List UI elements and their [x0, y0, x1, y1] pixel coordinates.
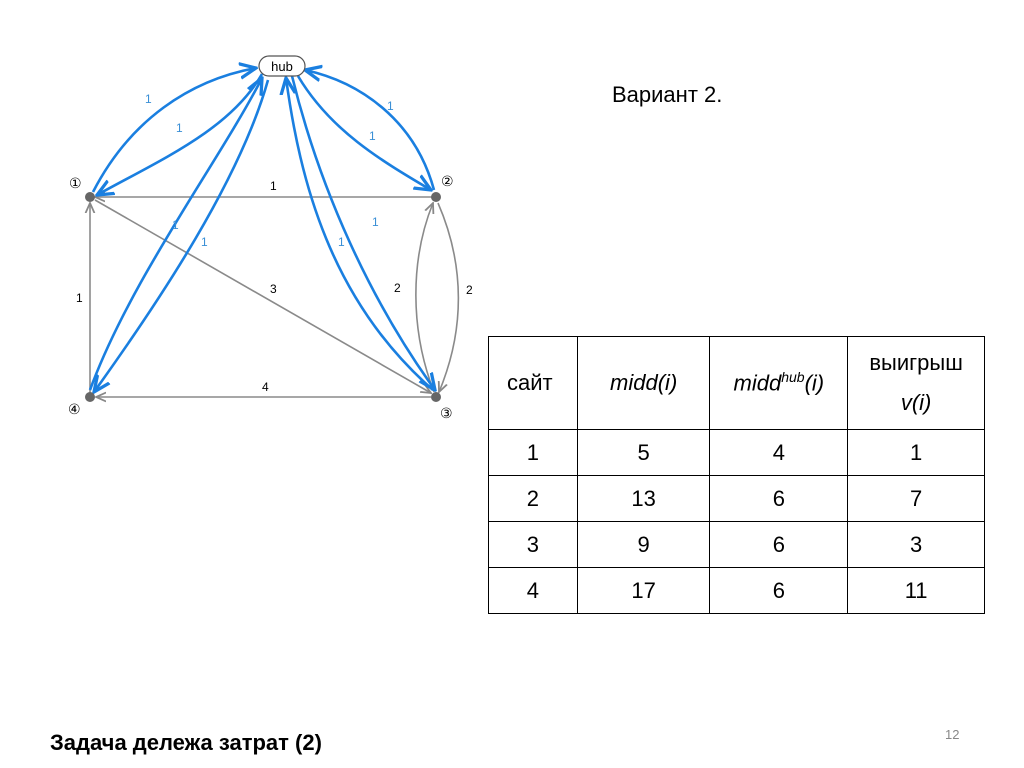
hub-weight-2a: 1 [387, 99, 394, 113]
header-middhub-arg: (i) [804, 370, 825, 396]
cell-site: 4 [488, 567, 578, 614]
hub-node: hub [258, 55, 306, 77]
edge-weight-1-3: 3 [270, 282, 277, 296]
edge-weight-3-2: 2 [394, 281, 401, 295]
header-payoff: выигрыш v(i) [847, 336, 985, 430]
edge-2-3 [437, 202, 460, 392]
page-number: 12 [945, 727, 960, 742]
node-1 [85, 192, 95, 202]
node-label-2: ② [441, 174, 454, 190]
edge-weight-2-1: 1 [270, 179, 277, 193]
graph-diagram: 1 1 1 1 1 1 1 1 1 1 3 4 2 2 hub ① ② ③ ④ [68, 55, 473, 422]
hub-edge-4-out [88, 78, 262, 391]
hub-weight-1a: 1 [145, 92, 152, 106]
payoff-table: сайт midd(i) middhub(i) выигрыш v(i) 1 5… [488, 336, 985, 614]
cell-middhub: 6 [709, 521, 849, 568]
hub-edge-2-in [296, 75, 431, 190]
hub-edges [88, 68, 436, 392]
header-payoff-var: v(i) [900, 390, 932, 415]
hub-label: hub [271, 59, 293, 74]
table-header-row: сайт midd(i) middhub(i) выигрыш v(i) [488, 336, 985, 430]
header-site: сайт [488, 336, 578, 430]
header-middhub-base: midd [733, 370, 782, 396]
header-payoff-word: выигрыш [869, 350, 963, 375]
header-middhub: middhub(i) [709, 336, 849, 430]
hub-edge-4-in [94, 79, 270, 392]
slide-title: Задача дележа затрат (2) [50, 730, 322, 755]
hub-edge-3-out [286, 78, 434, 391]
cell-site: 3 [488, 521, 578, 568]
hub-edge-weights: 1 1 1 1 1 1 1 1 [145, 92, 394, 249]
hub-weight-1b: 1 [176, 121, 183, 135]
node-label-3: ③ [440, 406, 453, 422]
node-4 [85, 392, 95, 402]
hub-weight-4a: 1 [172, 218, 179, 232]
hub-weight-2b: 1 [369, 129, 376, 143]
hub-weight-3a: 1 [372, 215, 379, 229]
cell-site: 2 [488, 475, 578, 522]
cell-midd: 5 [576, 429, 711, 476]
edge-weight-2-3: 2 [466, 283, 473, 297]
cell-payoff: 3 [847, 521, 985, 568]
cell-middhub: 6 [709, 475, 849, 522]
edge-weight-3-4: 4 [262, 380, 269, 394]
node-label-1: ① [69, 176, 82, 192]
cell-payoff: 11 [847, 567, 985, 614]
cell-midd: 13 [576, 475, 711, 522]
hub-weight-4b: 1 [201, 235, 208, 249]
hub-edge-2-out [305, 70, 436, 191]
variant-label: Вариант 2. [612, 82, 723, 107]
table-row: 1 5 4 1 [488, 429, 985, 476]
cell-payoff: 7 [847, 475, 985, 522]
hub-edge-1-out [91, 68, 256, 193]
cell-midd: 9 [576, 521, 711, 568]
table-row: 3 9 6 3 [488, 521, 985, 568]
node-2 [431, 192, 441, 202]
table-row: 4 17 6 11 [488, 567, 985, 614]
node-3 [431, 392, 441, 402]
hub-weight-3b: 1 [338, 235, 345, 249]
site-edges [90, 197, 460, 397]
cell-payoff: 1 [847, 429, 985, 476]
edge-3-2 [415, 203, 435, 393]
header-middhub-sup: hub [781, 369, 805, 386]
table-row: 2 13 6 7 [488, 475, 985, 522]
site-edge-weights: 1 1 3 4 2 2 [76, 179, 473, 394]
cell-middhub: 4 [709, 429, 849, 476]
header-midd: midd(i) [576, 336, 711, 430]
edge-1-3 [94, 199, 431, 393]
edge-weight-4-1: 1 [76, 291, 83, 305]
cell-midd: 17 [576, 567, 711, 614]
hub-edge-3-in [290, 75, 435, 390]
cell-site: 1 [488, 429, 578, 476]
site-nodes: ① ② ③ ④ [68, 174, 454, 422]
node-label-4: ④ [68, 402, 81, 418]
cell-middhub: 6 [709, 567, 849, 614]
